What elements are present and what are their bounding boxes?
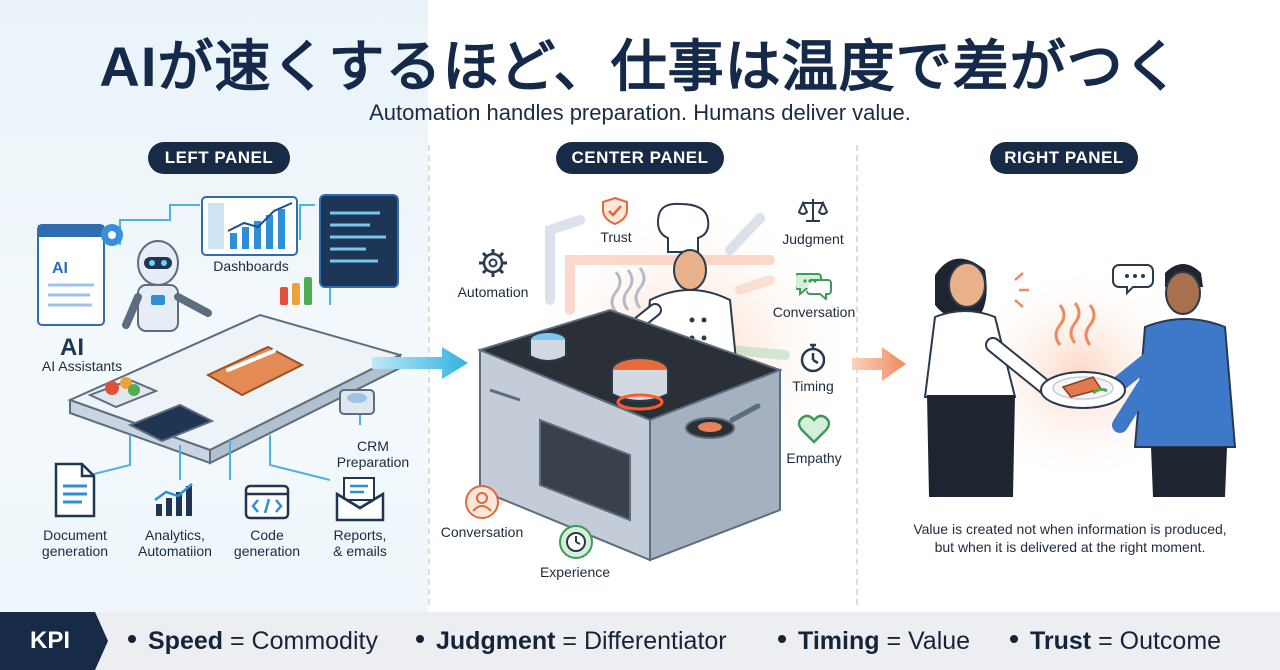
ai-workstation-illustration: AI [37,194,403,481]
code-generation-label: Code generation [233,527,301,559]
kpi-item-judgment: Judgment = Differentiator [416,612,727,670]
analytics-automation-label: Analytics, Automatiion [138,527,212,559]
ai-mark: AI [60,334,84,361]
bullet-icon [416,635,424,644]
bullet-icon [778,635,786,644]
page-subtitle: Automation handles preparation. Humans d… [369,100,911,125]
email-envelope-icon [335,477,385,522]
automation-label: Automation [457,284,529,300]
conversation-right-label: Conversation [772,304,856,320]
ai-assistants-label: AI Assistants [41,358,123,374]
code-window-icon [244,484,290,520]
isometric-desk [67,277,403,465]
empathy-label: Empathy [786,450,842,466]
analytics-chart-icon [154,483,193,516]
reports-emails-label: Reports, & emails [333,527,387,559]
svg-text:AI: AI [52,260,68,277]
trust-label: Trust [600,229,632,245]
code-monitor-icon [319,194,399,288]
page-title: AIが速くするほど、仕事は温度で差がつく [99,35,1181,98]
kpi-bar: KPI Speed = Commodity Judgment = Differe… [0,612,1280,670]
bullet-icon [1010,635,1018,644]
left-panel-pill: LEFT PANEL [148,142,290,174]
document-icon [54,462,96,518]
judgment-label: Judgment [782,231,844,247]
serving-scene-illustration [923,258,1237,497]
document-generation-label: Document generation [41,527,109,559]
cyan-flow-arrow [372,347,468,379]
speech-bubble-icon [1112,264,1154,296]
chef-kitchen-illustration [477,200,860,562]
dashboards-label: Dashboards [213,258,289,274]
crm-preparation-label: CRM Preparation [336,438,410,470]
person-circle-icon [465,485,499,519]
experience-label: Experience [539,564,611,580]
gear-icon [479,249,507,277]
orange-flow-arrow [852,347,906,381]
timing-label: Timing [792,378,834,394]
stopwatch-icon [800,343,826,373]
value-statement: Value is created not when information is… [913,521,1227,555]
robot-icon [122,240,212,332]
scales-icon [798,199,828,222]
panel-divider [428,145,430,605]
document-screen-icon: AI [37,224,123,326]
bullet-icon [128,635,136,644]
heart-icon [798,414,830,444]
chat-bubbles-icon [796,273,832,300]
kpi-tag: KPI [0,612,108,670]
shield-check-icon [602,196,628,226]
kpi-item-timing: Timing = Value [778,612,970,670]
right-panel-pill: RIGHT PANEL [990,142,1138,174]
stove [477,308,783,562]
clock-circle-icon [559,525,593,559]
dashboard-chart-icon [201,196,298,256]
kpi-item-trust: Trust = Outcome [1010,612,1221,670]
conversation-left-label: Conversation [440,524,524,540]
kpi-item-speed: Speed = Commodity [128,612,378,670]
plate-icon [1040,371,1126,409]
center-panel-pill: CENTER PANEL [556,142,724,174]
